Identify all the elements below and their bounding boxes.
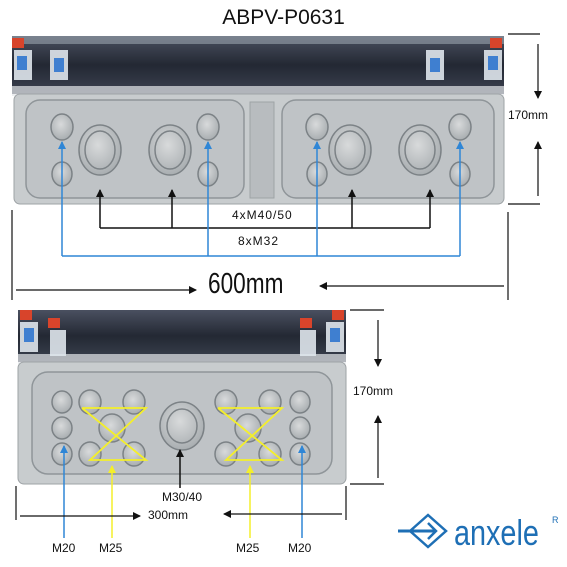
top-enclosure: [12, 36, 505, 205]
bottom-knockouts: [51, 389, 311, 467]
top-width-dimension: [11, 210, 509, 300]
callout-m25: [108, 465, 254, 538]
m25-left-label: M25: [99, 541, 123, 555]
m20-left-label: M20: [52, 541, 76, 555]
bottom-width-dimension: [15, 486, 347, 520]
callout-large-glands: [96, 189, 434, 229]
m20-right-label: M20: [288, 541, 312, 555]
top-right-panel: [281, 99, 495, 199]
top-height-label: 170mm: [508, 108, 549, 122]
bottom-enclosure: [17, 310, 347, 485]
bottom-height-dimension: [350, 309, 384, 485]
large-gland-label: 4xM40/50: [232, 208, 293, 222]
top-left-panel: [25, 99, 245, 199]
anxele-logo-icon: [398, 513, 448, 549]
top-lid: [12, 36, 504, 94]
registered-mark: R: [552, 515, 559, 525]
top-right-latch: [426, 38, 502, 80]
top-height-dimension: [508, 33, 542, 205]
callout-m20: [60, 445, 306, 538]
product-title: ABPV-P0631: [222, 6, 345, 29]
top-width-label: 600mm: [208, 268, 284, 300]
bottom-right-latch: [300, 310, 344, 356]
callout-small-glands: [58, 141, 464, 257]
m25-markings: [81, 407, 285, 461]
center-gland-label: M30/40: [162, 490, 203, 504]
top-left-latch: [12, 38, 68, 80]
m25-right-label: M25: [236, 541, 260, 555]
bottom-lid: [18, 310, 346, 362]
brand-name: anxele: [454, 512, 539, 553]
bottom-width-label: 300mm: [148, 508, 189, 522]
bottom-left-latch: [20, 310, 66, 356]
small-gland-label: 8xM32: [238, 234, 280, 248]
top-center-rib: [249, 101, 275, 199]
bottom-height-label: 170mm: [353, 384, 394, 398]
